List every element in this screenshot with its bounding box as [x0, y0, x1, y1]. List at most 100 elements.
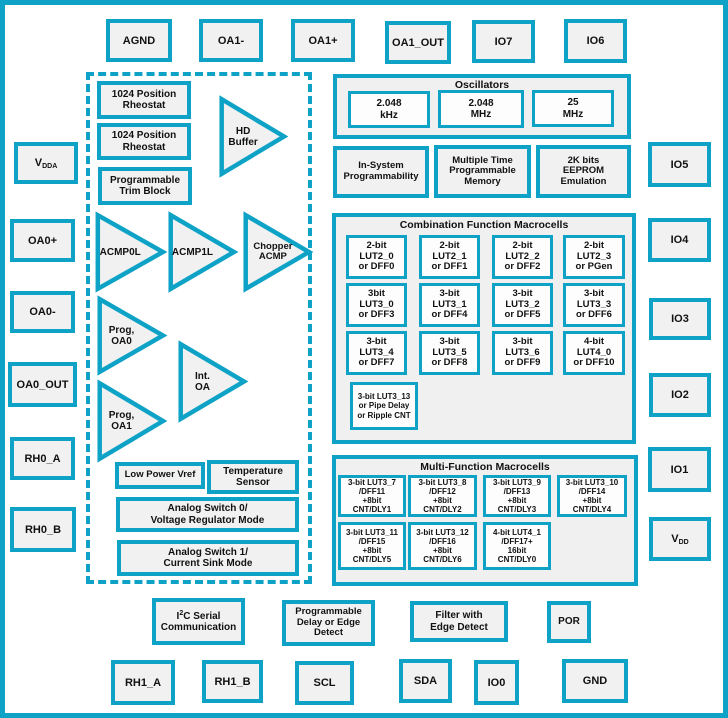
- macrocell-lut3-11-label: 3-bit LUT3_11 /DFF15 +8bit CNT/DLY5: [345, 527, 398, 565]
- osc-25mhz-cell: 25 MHz: [532, 90, 614, 127]
- pin-io6: IO6: [564, 19, 627, 63]
- macrocell-lut3-9-label: 3-bit LUT3_9 /DFF13 +8bit CNT/DLY3: [492, 477, 541, 515]
- pin-vdda: VDDA: [14, 142, 78, 184]
- pin-oa1-out-label: OA1_OUT: [392, 36, 444, 49]
- por-label: POR: [558, 616, 580, 628]
- macrocell-lut2-3-label: 2-bit LUT2_3 or PGen: [575, 240, 613, 273]
- osc-25mhz-label: 25 MHz: [562, 97, 584, 120]
- pin-oa1-out: OA1_OUT: [385, 21, 451, 64]
- triangle-icon: [219, 96, 286, 177]
- multifunction-macrocells-title: Multi-Function Macrocells: [420, 461, 550, 473]
- pin-oa0-out-label: OA0_OUT: [16, 378, 69, 391]
- pin-io4-label: IO4: [670, 234, 689, 246]
- macrocell-lut3-6-label: 3-bit LUT3_6 or DFF9: [504, 336, 541, 369]
- eeprom-emulation-block: 2K bits EEPROM Emulation: [536, 145, 631, 198]
- pin-oa1-minus: OA1-: [199, 19, 263, 62]
- macrocell-lut4-0-label: 4-bit LUT4_0 or DFF10: [573, 336, 615, 369]
- hd-buffer-amplifier: HD Buffer: [219, 96, 286, 177]
- i2c-label-superscript: 2: [179, 609, 184, 617]
- chopper-acmp-label: Chopper ACMP: [253, 240, 293, 262]
- analog-switch-0-label: Analog Switch 0/ Voltage Regulator Mode: [150, 503, 265, 526]
- pin-rh1-b: RH1_B: [202, 660, 263, 703]
- pin-io6-label: IO6: [586, 35, 605, 47]
- macrocell-lut3-0-label: 3bit LUT3_0 or DFF3: [358, 288, 395, 321]
- pin-rh0-a: RH0_A: [10, 437, 75, 480]
- macrocell-lut2-0-label: 2-bit LUT2_0 or DFF0: [358, 240, 395, 273]
- programmable-delay-block: Programmable Delay or Edge Detect: [282, 600, 375, 646]
- pin-rh1-b-label: RH1_B: [214, 675, 251, 688]
- macrocell-lut3-3-label: 3-bit LUT3_3 or DFF6: [576, 288, 612, 321]
- macrocell-lut2-2: 2-bit LUT2_2 or DFF2: [492, 235, 553, 279]
- trim-block-label: Programmable Trim Block: [109, 174, 181, 197]
- macrocell-lut4-1: 4-bit LUT4_1 /DFF17+ 16bit CNT/DLY0: [483, 522, 551, 570]
- hd-buffer-label: HD Buffer: [228, 125, 258, 148]
- mtp-memory-block: Multiple Time Programmable Memory: [434, 145, 531, 198]
- pin-gnd-label: GND: [582, 675, 608, 687]
- macrocell-lut3-11: 3-bit LUT3_11 /DFF15 +8bit CNT/DLY5: [338, 522, 406, 570]
- pin-agnd-label: AGND: [122, 34, 156, 47]
- mtp-memory-label: Multiple Time Programmable Memory: [449, 154, 516, 187]
- macrocell-lut2-0: 2-bit LUT2_0 or DFF0: [346, 235, 407, 279]
- pin-io3-label: IO3: [671, 313, 689, 325]
- pin-io3: IO3: [649, 298, 711, 340]
- analog-switch-1-label: Analog Switch 1/ Current Sink Mode: [163, 546, 253, 569]
- oscillators-title: Oscillators: [454, 79, 510, 91]
- macrocell-lut3-12-label: 3-bit LUT3_12 /DFF16 +8bit CNT/DLY6: [416, 527, 469, 565]
- macrocell-lut3-5: 3-bit LUT3_5 or DFF8: [419, 331, 480, 375]
- pin-oa0-out: OA0_OUT: [8, 362, 77, 407]
- pin-oa0-plus-label: OA0+: [27, 234, 58, 247]
- i2c-label-rest: C Serial Communication: [160, 610, 237, 633]
- pin-vdda-label: VDDA: [35, 157, 58, 170]
- macrocell-lut3-1-label: 3-bit LUT3_1 or DFF4: [431, 288, 468, 321]
- pin-io2: IO2: [649, 373, 711, 417]
- macrocell-lut2-2-label: 2-bit LUT2_2 or DFF2: [504, 240, 541, 273]
- macrocell-lut3-2: 3-bit LUT3_2 or DFF5: [492, 283, 553, 327]
- rheostat-2-block: 1024 Position Rheostat: [97, 123, 191, 160]
- pin-oa0-minus-label: OA0-: [29, 306, 56, 318]
- macrocell-lut3-6: 3-bit LUT3_6 or DFF9: [492, 331, 553, 375]
- osc-2048khz-label: 2.048 kHz: [376, 98, 402, 121]
- pin-io0-label: IO0: [487, 676, 506, 689]
- macrocell-lut4-1-label: 4-bit LUT4_1 /DFF17+ 16bit CNT/DLY0: [492, 527, 541, 565]
- pin-oa0-plus: OA0+: [10, 219, 75, 262]
- pin-vdd: VDD: [649, 517, 711, 561]
- macrocell-lut3-4-label: 3-bit LUT3_4 or DFF7: [358, 336, 395, 369]
- pin-rh0-b-label: RH0_B: [24, 523, 62, 536]
- pin-rh1-a-label: RH1_A: [124, 676, 162, 689]
- macrocell-lut3-13: 3-bit LUT3_13 or Pipe Delay or Ripple CN…: [350, 382, 418, 430]
- macrocell-lut4-0: 4-bit LUT4_0 or DFF10: [563, 331, 625, 375]
- temperature-sensor-block: Temperature Sensor: [207, 460, 299, 494]
- osc-2048mhz-label: 2.048 MHz: [468, 97, 494, 120]
- triangle-icon: [97, 380, 165, 462]
- pin-oa1-plus: OA1+: [291, 19, 355, 62]
- rheostat-1-block: 1024 Position Rheostat: [97, 81, 191, 119]
- temperature-sensor-label: Temperature Sensor: [223, 465, 283, 488]
- pin-vdd-main: V: [671, 532, 679, 545]
- pin-io1-label: IO1: [670, 463, 689, 476]
- analog-section-dashed-border: [86, 72, 312, 584]
- low-power-vref-label: Low Power Vref: [124, 469, 196, 481]
- macrocell-lut3-7-label: 3-bit LUT3_7 /DFF11 +8bit CNT/DLY1: [347, 477, 396, 515]
- pin-io7-label: IO7: [494, 35, 513, 48]
- pin-rh1-a: RH1_A: [111, 660, 175, 705]
- osc-2048khz-cell: 2.048 kHz: [348, 91, 430, 128]
- pin-io5: IO5: [648, 142, 711, 187]
- int-oa-amplifier: Int. OA: [178, 341, 246, 422]
- pin-io7: IO7: [472, 20, 535, 63]
- macrocell-lut3-7: 3-bit LUT3_7 /DFF11 +8bit CNT/DLY1: [338, 475, 406, 517]
- prog-oa0-label: Prog, OA0: [108, 324, 135, 347]
- macrocell-lut2-1-label: 2-bit LUT2_1 or DFF1: [431, 240, 468, 273]
- chopper-acmp-comparator: Chopper ACMP: [243, 212, 311, 292]
- pin-scl-label: SCL: [313, 677, 336, 689]
- pin-oa1-plus-label: OA1+: [308, 34, 338, 47]
- multifunction-macrocells-container: Multi-Function Macrocells 3-bit LUT3_7 /…: [332, 455, 638, 586]
- programmable-delay-label: Programmable Delay or Edge Detect: [295, 606, 362, 639]
- pin-vdd-label: VDD: [671, 533, 688, 546]
- pin-rh0-b: RH0_B: [10, 507, 76, 552]
- eeprom-emulation-label: 2K bits EEPROM Emulation: [560, 154, 607, 187]
- pin-io2-label: IO2: [671, 389, 689, 401]
- pin-vdd-subscript: DD: [678, 538, 689, 546]
- por-block: POR: [547, 601, 591, 643]
- macrocell-lut3-13-label: 3-bit LUT3_13 or Pipe Delay or Ripple CN…: [357, 391, 411, 420]
